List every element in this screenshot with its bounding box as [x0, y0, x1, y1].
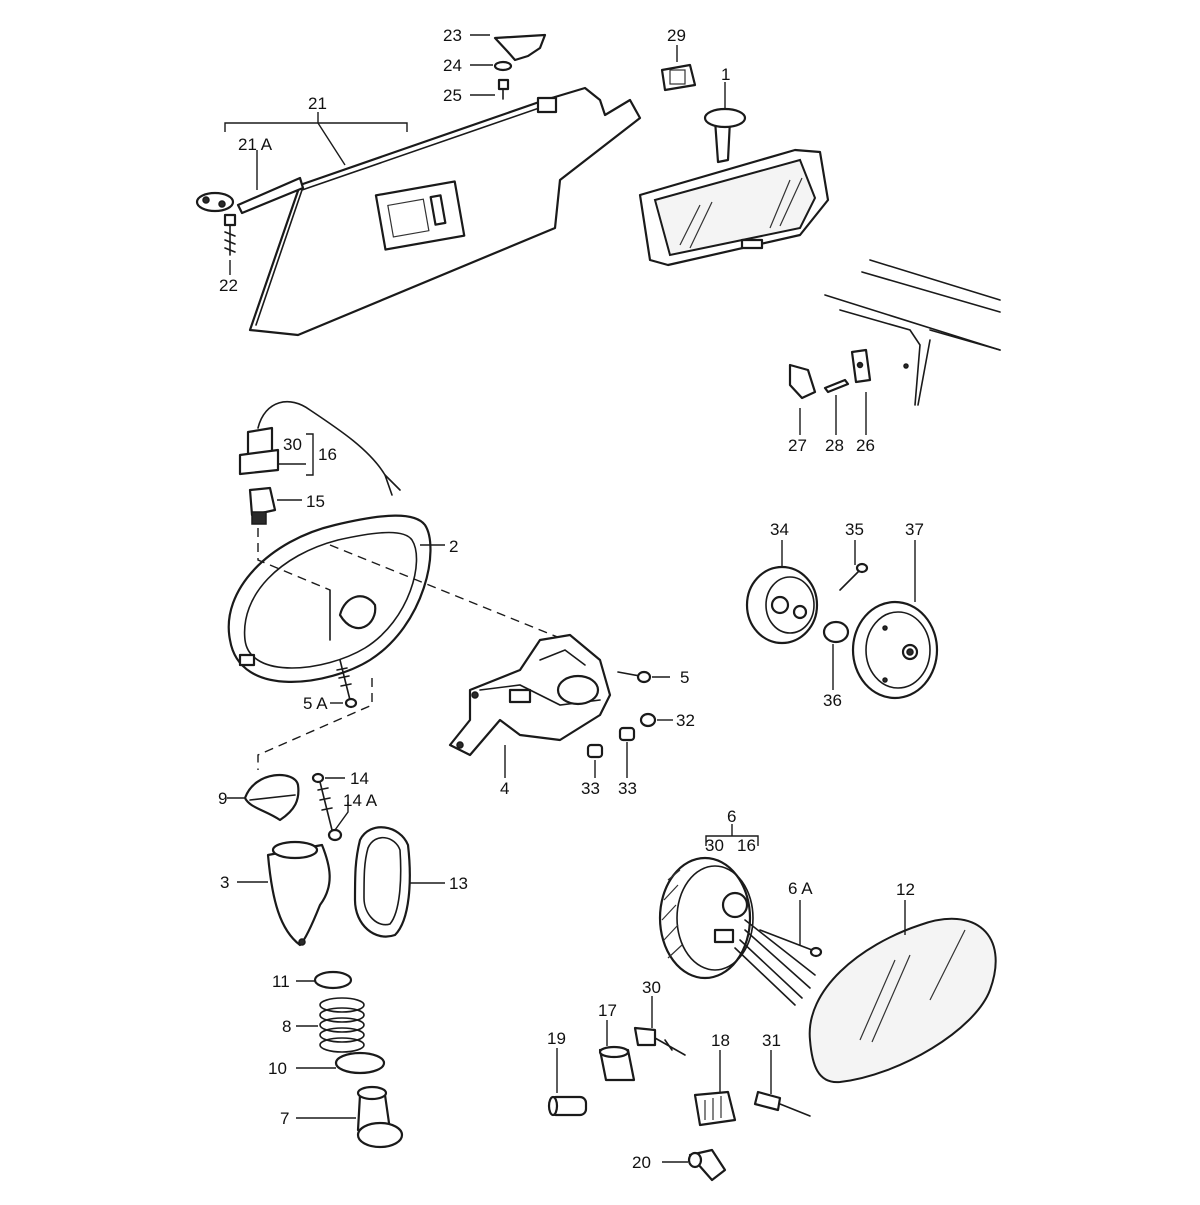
connector-20: [687, 1148, 727, 1182]
callout-5: 5: [680, 668, 689, 687]
callout-9: 9: [218, 789, 227, 808]
mirror-glass: [808, 917, 997, 1084]
callout-33-left: 33: [581, 779, 600, 798]
callout-16: 16: [318, 445, 337, 464]
callout-22: 22: [219, 276, 238, 295]
callout-1: 1: [721, 65, 730, 84]
windshield-frame: [824, 259, 1001, 406]
callout-12: 12: [896, 880, 915, 899]
bracket-nut: [639, 712, 657, 728]
adjuster-ring: [822, 620, 850, 644]
bracket-bushings: [586, 726, 636, 759]
callout-3: 3: [220, 873, 229, 892]
callout-25: 25: [443, 86, 462, 105]
stack-base: [356, 1085, 404, 1149]
callout-16-30: 30: [283, 435, 302, 454]
callout-6: 6: [727, 807, 736, 826]
adjuster-plate: [851, 600, 939, 700]
callout-5a: 5 A: [303, 694, 328, 713]
callout-28: 28: [825, 436, 844, 455]
visor-screw: [223, 213, 237, 256]
stack-ring-top: [313, 970, 353, 990]
stack-spring: [319, 997, 365, 1053]
adjuster-base: [745, 565, 819, 645]
callout-8: 8: [282, 1017, 291, 1036]
mirror-motor: [658, 856, 816, 1006]
callout-29: 29: [667, 26, 686, 45]
callout-30: 30: [642, 978, 661, 997]
callout-21: 21: [308, 94, 327, 113]
callout-6-16: 16: [737, 836, 756, 855]
callout-34: 34: [770, 520, 789, 539]
callout-11: 11: [272, 972, 290, 991]
callout-labels: 1 2 3 4 5 5 A 6 30 16 6 A 7 8 9 10 11 12…: [218, 26, 924, 1172]
callout-10: 10: [268, 1059, 287, 1078]
callout-31: 31: [762, 1031, 781, 1050]
mirror-bolt: [311, 772, 343, 842]
motor-screw: [759, 929, 823, 958]
callout-21a: 21 A: [238, 135, 273, 154]
callout-35: 35: [845, 520, 864, 539]
foot-gasket: [353, 826, 411, 938]
callout-6a: 6 A: [788, 879, 813, 898]
callout-23: 23: [443, 26, 462, 45]
callout-14a: 14 A: [343, 791, 378, 810]
connector-31: [753, 1090, 811, 1117]
callout-18: 18: [711, 1031, 730, 1050]
connector-18: [693, 1090, 737, 1127]
mirror-foot: [266, 840, 331, 947]
callout-4: 4: [500, 779, 509, 798]
connector-19: [547, 1095, 588, 1117]
adjuster-screw: [839, 562, 869, 591]
callout-13: 13: [449, 874, 468, 893]
callout-33-right: 33: [618, 779, 637, 798]
callout-7: 7: [280, 1109, 289, 1128]
mirror-housing: [227, 514, 432, 683]
mirror-cap: [660, 63, 697, 92]
mirror-cap-small: [243, 773, 300, 822]
callout-17: 17: [598, 1001, 617, 1020]
visor-clip: [493, 33, 547, 100]
housing-screw: [336, 659, 358, 709]
connector-17: [598, 1045, 636, 1082]
callout-2: 2: [449, 537, 458, 556]
callout-26: 26: [856, 436, 875, 455]
mirror-cable: [238, 400, 401, 496]
callout-20: 20: [632, 1153, 651, 1172]
callout-14: 14: [350, 769, 369, 788]
bracket-screw: [617, 670, 652, 684]
interior-mirror: [638, 107, 830, 267]
sun-visor: [248, 86, 642, 337]
callout-19: 19: [547, 1029, 566, 1048]
stack-ring-bottom: [334, 1051, 386, 1075]
visor-pivot-rod: [195, 176, 305, 215]
callout-36: 36: [823, 691, 842, 710]
callout-24: 24: [443, 56, 462, 75]
windshield-clip: [788, 348, 872, 400]
callout-27: 27: [788, 436, 807, 455]
callout-32: 32: [676, 711, 695, 730]
mirror-bracket: [448, 633, 612, 757]
callout-6-30: 30: [705, 836, 724, 855]
callout-37: 37: [905, 520, 924, 539]
mirror-switch: [248, 486, 277, 525]
callout-15: 15: [306, 492, 325, 511]
connector-30: [633, 1026, 686, 1056]
